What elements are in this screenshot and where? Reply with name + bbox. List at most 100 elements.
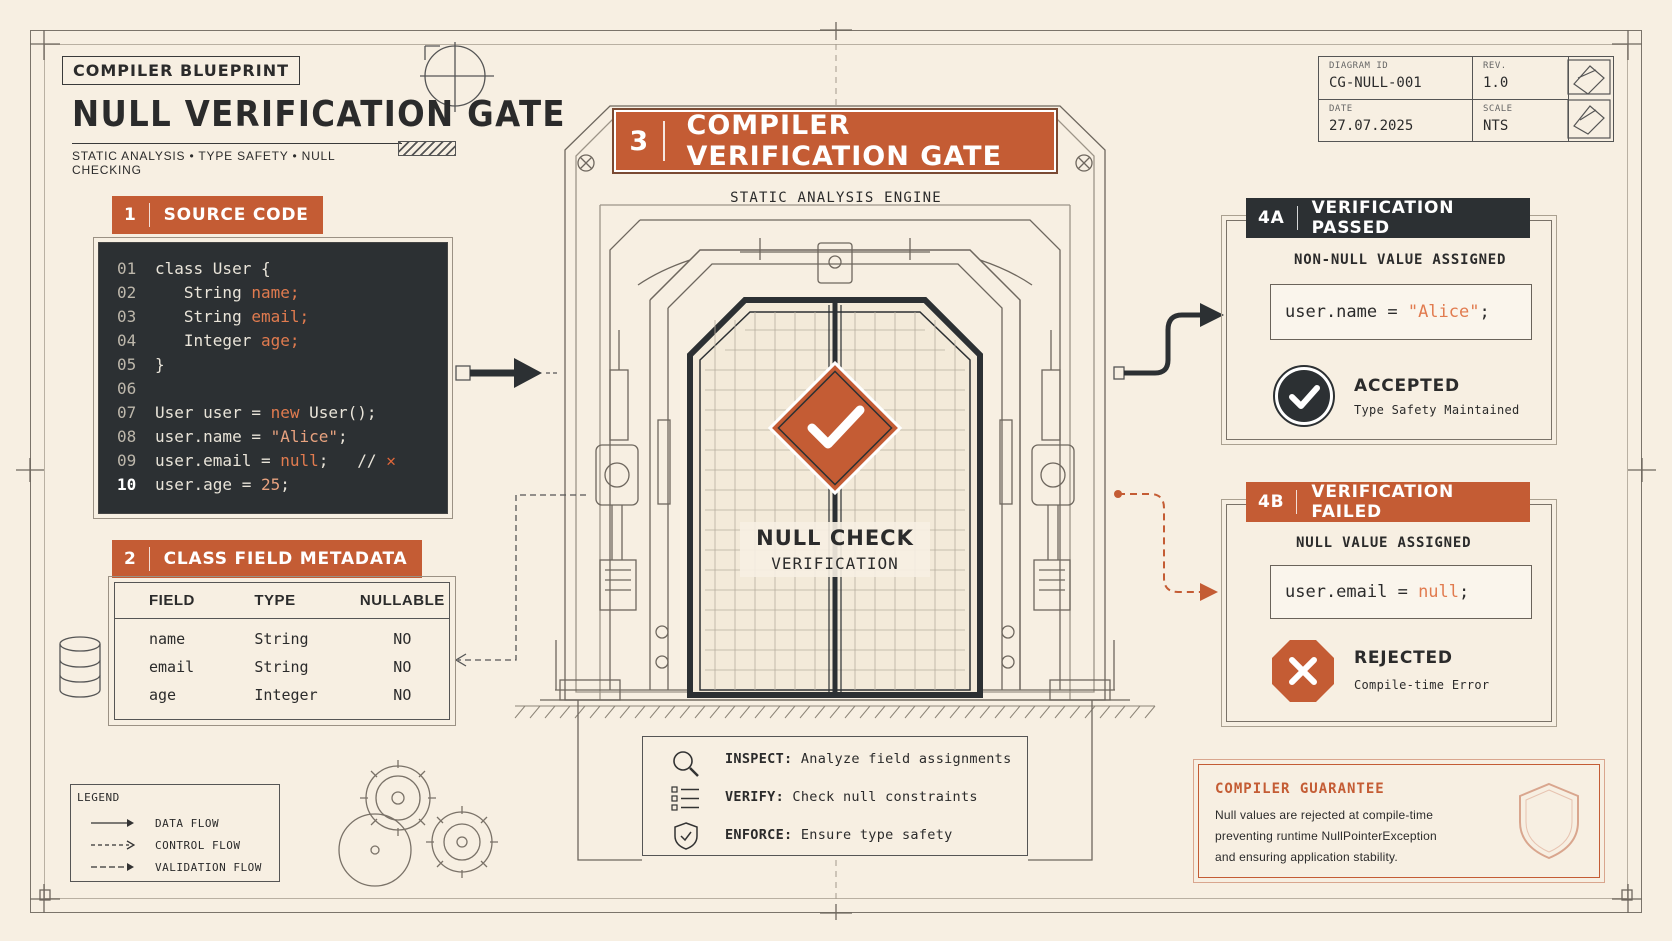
scale-label: SCALE	[1483, 104, 1513, 114]
line-number: 04	[117, 331, 137, 350]
source-code-label: SOURCE CODE	[163, 205, 309, 225]
line-number: 01	[117, 259, 137, 278]
line-number: 06	[117, 379, 137, 398]
passed-tag: 4A VERIFICATION PASSED	[1246, 198, 1530, 238]
shield-check-icon	[674, 822, 698, 850]
source-code-tag: 1 SOURCE CODE	[112, 196, 323, 234]
legend-label: VALIDATION FLOW	[155, 860, 262, 874]
hatch-block	[398, 141, 456, 156]
date-label: DATE	[1329, 104, 1353, 114]
header-type: TYPE	[254, 592, 296, 609]
code-token: User user =	[155, 403, 271, 422]
line-number: 03	[117, 307, 137, 326]
legend-item-validation-flow: VALIDATION FLOW	[77, 856, 273, 878]
diagram-id: CG-NULL-001	[1329, 75, 1422, 91]
header-field: FIELD	[149, 592, 195, 609]
line-number: 07	[117, 403, 137, 422]
code-token: user.name =	[155, 427, 271, 446]
table-row: age Integer NO	[115, 681, 449, 709]
nullable-cell: NO	[393, 630, 412, 648]
page-title: NULL VERIFICATION GATE	[72, 94, 566, 135]
nullable-cell: NO	[393, 658, 412, 676]
type-cell: Integer	[254, 686, 318, 704]
guarantee-body: Null values are rejected at compile-time…	[1215, 805, 1515, 868]
legend-label: CONTROL FLOW	[155, 838, 241, 852]
scale-value: NTS	[1483, 118, 1509, 134]
step-key: VERIFY:	[725, 789, 784, 805]
step-text: Check null constraints	[784, 789, 978, 805]
step-key: ENFORCE:	[725, 827, 793, 843]
code-token: class User {	[155, 259, 271, 278]
gate-doors	[687, 297, 983, 698]
validation-flow-arrow	[1114, 490, 1218, 601]
table-row: email String NO	[115, 653, 449, 681]
rejected-status: REJECTED	[1354, 648, 1453, 668]
metadata-table: FIELD TYPE NULLABLE name String NO email…	[108, 576, 456, 726]
error-x-icon: ✕	[386, 451, 396, 470]
rejected-status-sub: Compile-time Error	[1354, 678, 1490, 692]
code-token: User();	[299, 403, 377, 422]
legend: LEGEND DATA FLOW CONTROL FLOW VALIDATION…	[70, 784, 280, 882]
gate-steps-box: INSPECT: Analyze field assignments VERIF…	[642, 736, 1028, 856]
code-token: age;	[260, 331, 300, 350]
pass-flow-arrow	[1113, 303, 1224, 380]
guarantee-line: and ensuring application stability.	[1215, 850, 1398, 864]
code-token: ; //	[318, 451, 387, 470]
code-token: String	[155, 283, 252, 302]
crosshair-icon	[420, 42, 494, 112]
passed-subtitle: NON-NULL VALUE ASSIGNED	[1294, 252, 1507, 268]
line-number: 05	[117, 355, 137, 374]
gate-num: 3	[616, 121, 665, 161]
guarantee-line: Null values are rejected at compile-time	[1215, 808, 1434, 822]
step-enforce: ENFORCE: Ensure type safety	[725, 827, 953, 843]
step-inspect: INSPECT: Analyze field assignments	[725, 751, 1012, 767]
code-token: Integer	[155, 331, 261, 350]
line-number: 10	[117, 475, 137, 494]
null-check-line1: NULL CHECK	[756, 526, 914, 550]
null-check-line2: VERIFICATION	[771, 554, 899, 573]
code-token: user.age =	[155, 475, 261, 494]
failed-num: 4B	[1246, 490, 1298, 514]
guarantee-line: preventing runtime NullPointerException	[1215, 829, 1437, 843]
field-cell: age	[149, 686, 177, 704]
code-token: }	[155, 355, 165, 374]
page-subtitle: STATIC ANALYSIS • TYPE SAFETY • NULL CHE…	[72, 143, 402, 177]
code-line: 06	[117, 377, 447, 401]
rev-value: 1.0	[1483, 75, 1509, 91]
control-flow-arrow	[458, 494, 586, 661]
metadata-label: CLASS FIELD METADATA	[163, 549, 408, 569]
metadata-tag: 2 CLASS FIELD METADATA	[112, 540, 422, 578]
metadata-header-row: FIELD TYPE NULLABLE	[115, 583, 449, 619]
gate-title-banner: 3 COMPILER VERIFICATION GATE	[612, 108, 1058, 174]
line-number: 02	[117, 283, 137, 302]
gears-icon	[338, 760, 498, 887]
legend-item-data-flow: DATA FLOW	[77, 812, 273, 834]
code-token: new	[270, 403, 300, 422]
step-verify: VERIFY: Check null constraints	[725, 789, 978, 805]
code-line: 05}	[117, 353, 447, 377]
code-value: "Alice"	[1407, 302, 1480, 322]
rejected-x-icon	[1272, 640, 1334, 702]
code-line: 04 Integer age;	[117, 329, 447, 353]
code-token: "Alice"	[270, 427, 339, 446]
code-token: 25	[260, 475, 281, 494]
legend-item-control-flow: CONTROL FLOW	[77, 834, 273, 856]
legend-label: DATA FLOW	[155, 816, 220, 830]
line-number: 09	[117, 451, 137, 470]
failed-label: VERIFICATION FAILED	[1311, 482, 1455, 522]
compiler-guarantee-box: COMPILER GUARANTEE Null values are rejec…	[1193, 759, 1605, 883]
code-suffix: ;	[1459, 582, 1470, 602]
rev-label: REV.	[1483, 61, 1507, 71]
code-text: user.email =	[1285, 582, 1419, 602]
code-suffix: ;	[1479, 302, 1490, 322]
shield-icon	[1519, 782, 1579, 860]
legend-title: LEGEND	[77, 791, 120, 804]
code-line: 07 User user = new User();	[117, 401, 447, 425]
code-text: user.name =	[1285, 302, 1408, 322]
code-token: email;	[251, 307, 310, 326]
header-nullable: NULLABLE	[359, 592, 445, 609]
